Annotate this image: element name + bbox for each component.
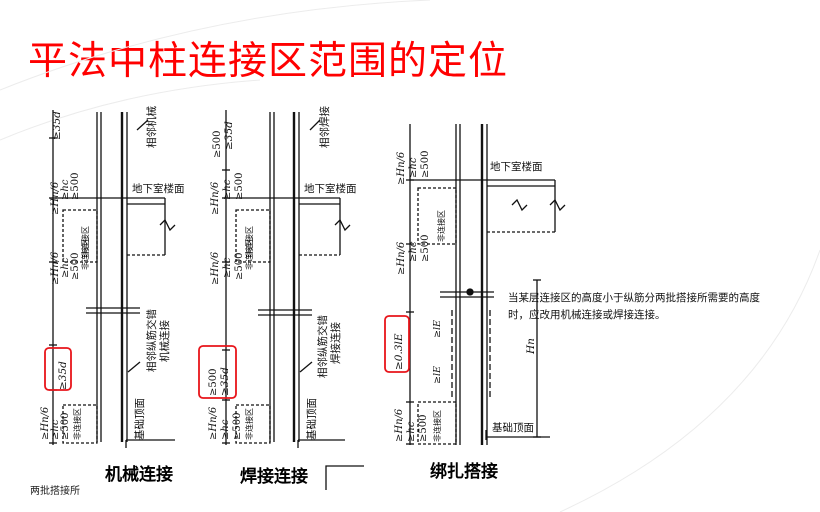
label-hn6-bottom: ≥Hn/6 [208,406,219,440]
highlight-box-mechanical [44,347,72,391]
label-nc-mid: 非连接区 [80,238,90,270]
label-hc-mid: ≥hc [408,241,419,262]
label-foundation: 基础顶面 [305,398,318,440]
label-foundation: 基础顶面 [133,398,146,440]
label-le-1: ≥lE [432,320,443,338]
label-500-side: ≥500 [208,369,219,396]
label-500-bottom: ≥500 [60,413,71,440]
label-hn6-bottom: ≥Hn/6 [40,406,51,440]
label-hn6-upper: ≥Hn/6 [396,151,407,185]
label-500-mid: ≥500 [420,235,431,262]
label-nc-bottom: 非连接区 [72,408,82,440]
label-35d-side: ≥35d [219,367,231,396]
highlight-box-lapped [384,315,410,373]
label-basement-floor: 地下室楼面 [490,160,543,173]
panel-welded-labels: ≥500 ≥35d 相邻焊接 地下室楼面 ≥Hn/6 ≥hc ≥500 非连接区… [208,106,357,440]
label-35d-top: ≥35d [223,121,235,150]
label-35d-top: ≥35d [51,111,63,140]
label-hc-upper: ≥hc [60,179,71,200]
highlight-box-welded [198,345,237,399]
label-hn6-mid: ≥Hn/6 [50,251,61,285]
label-hn6-upper: ≥Hn/6 [50,181,61,215]
label-hn6-bottom: ≥Hn/6 [394,408,405,442]
label-hn6-mid: ≥Hn/6 [396,241,407,275]
label-hc-upper: ≥hc [408,157,419,178]
label-500-bottom: ≥500 [232,413,243,440]
label-hc-bottom: ≥hc [406,421,417,442]
label-hn6-mid: ≥Hn/6 [210,251,221,285]
label-basement-floor: 地下室楼面 [304,182,357,195]
label-hn6-upper: ≥Hn/6 [210,181,221,215]
caption-mechanical: 机械连接 [105,465,173,485]
label-hc-upper: ≥hc [222,179,233,200]
label-mech-top: 相邻机械 [145,106,158,148]
label-500-mid: ≥500 [70,253,81,280]
label-nc-upper: 非连接区 [244,226,254,258]
label-mech-conn: 机械连接 [158,320,171,362]
lap-note: 当某层连接区的高度小于纵筋分两批搭接所需要的高度时，应改用机械连接或焊接连接。 [508,292,760,321]
label-stagger: 相邻纵筋交错 [145,309,158,372]
label-500-top: ≥500 [212,131,223,158]
label-nc-mid: 非连接区 [244,238,254,270]
label-nc-bottom: 非连接区 [432,410,442,442]
label-le-2: ≥lE [432,366,443,384]
frame-mark [325,465,364,490]
label-nc-mid: 非连接区 [436,210,446,242]
caption-lapped: 绑扎搭接 [430,462,498,482]
label-basement-floor: 地下室楼面 [132,182,185,195]
panel-welded [222,110,351,448]
label-weld-conn: 焊接连接 [329,322,342,364]
footnote: 两批搭接所 [30,486,80,497]
label-500-upper: ≥500 [70,173,81,200]
label-500-bottom: ≥500 [418,415,429,442]
label-500-mid: ≥500 [234,253,245,280]
panel-mechanical-labels: ≥35d 相邻机械 地下室楼面 ≥Hn/6 ≥hc ≥500 非连接区 ≥Hn/… [40,106,185,440]
panel-lapped-labels: 地下室楼面 ≥Hn/6 ≥hc ≥500 ≥Hn/6 ≥hc ≥500 非连接区… [393,151,543,442]
label-stagger: 相邻纵筋交错 [316,315,329,378]
label-hc-bottom: ≥hc [50,419,61,440]
label-03le: ≥0.3lE [393,333,405,370]
panel-lapped [406,124,566,445]
label-hc-mid: ≥hc [60,257,71,278]
caption-welded: 焊接连接 [240,467,308,487]
label-hn: Hn [525,338,537,355]
panel-mechanical [49,110,176,448]
label-500-upper: ≥500 [234,173,245,200]
page-title: 平法中柱连接区范围的定位 [28,39,509,84]
label-500-upper: ≥500 [420,151,431,178]
label-35d-side: ≥35d [57,361,69,390]
label-nc-bottom: 非连接区 [244,408,254,440]
label-hc-bottom: ≥hc [220,419,231,440]
label-foundation: 基础顶面 [492,421,534,434]
label-nc-upper: 非连接区 [80,226,90,258]
label-hc-mid: ≥hc [222,257,233,278]
label-weld-top: 相邻焊接 [318,106,331,148]
